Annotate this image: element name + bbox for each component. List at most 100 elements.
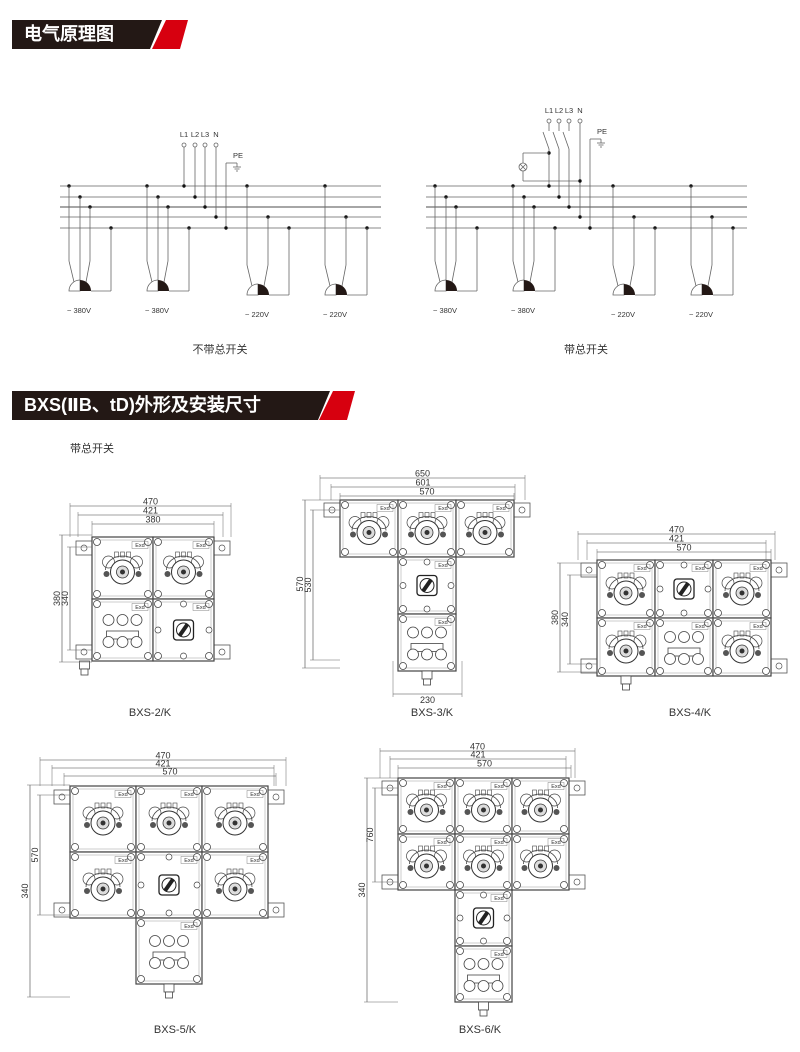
- exd-frame: [434, 561, 452, 569]
- latch: [639, 650, 645, 656]
- dimension-horizontal: 470: [39, 751, 287, 786]
- latch: [607, 592, 613, 598]
- latch: [382, 531, 388, 538]
- bolt-icon: [513, 835, 521, 843]
- bolt-icon: [399, 825, 407, 833]
- dimension-vertical: 380: [52, 534, 92, 663]
- mounting-tab: [770, 658, 788, 674]
- bolt-icon: [399, 558, 407, 566]
- push-button-icon: [163, 957, 175, 969]
- pin-slot: [532, 789, 537, 796]
- push-button-icon: [407, 648, 419, 661]
- ring: [434, 516, 448, 529]
- dimension-horizontal: 570: [63, 767, 277, 786]
- exd-mark: Exd: [437, 840, 446, 846]
- bolt-icon: [137, 975, 145, 983]
- ring: [176, 806, 190, 820]
- voltage-label: ~ 220V: [245, 310, 269, 319]
- socket-pin: [232, 820, 238, 826]
- mounting-tab: [213, 540, 231, 556]
- socket-icon: [214, 868, 256, 902]
- bolt-icon: [154, 600, 162, 608]
- exd-frame: [433, 838, 451, 846]
- indicator-lamp-icon: [177, 935, 189, 947]
- voltage-label: ~ 220V: [611, 310, 635, 319]
- mounting-hole-icon: [272, 906, 280, 914]
- socket-pin: [366, 530, 372, 535]
- socket-module: Exd: [397, 499, 457, 558]
- ring: [214, 872, 228, 886]
- arc: [724, 576, 760, 592]
- pin-slot: [424, 789, 429, 796]
- mounting-tab: [53, 789, 71, 805]
- latch: [496, 809, 503, 815]
- wire: [246, 264, 253, 287]
- dimension-vertical: 340: [560, 574, 597, 665]
- junction-dot: [214, 215, 218, 219]
- dimension-horizontal: 421: [389, 750, 567, 778]
- latch: [607, 650, 613, 656]
- bolt-icon: [656, 619, 664, 627]
- exd-mark: Exd: [135, 605, 144, 611]
- pin-slot: [226, 802, 232, 809]
- exd-frame: [749, 564, 767, 572]
- exd-mark: Exd: [494, 952, 503, 958]
- socket-icon: [721, 630, 763, 664]
- wire: [529, 260, 535, 283]
- bolt-icon: [259, 843, 267, 851]
- exd-frame: [180, 922, 198, 930]
- latch: [498, 531, 504, 538]
- bolt-icon: [503, 914, 511, 922]
- junction-dot: [588, 226, 592, 230]
- bolt-icon: [480, 937, 487, 945]
- wire: [263, 264, 269, 287]
- ring: [605, 576, 619, 590]
- pin-slot: [430, 845, 435, 852]
- dimension-label: 650: [415, 469, 430, 479]
- ring: [548, 793, 561, 807]
- mounting-tab: [568, 780, 586, 796]
- wire: [163, 260, 169, 283]
- bolt-icon: [503, 881, 511, 889]
- section-title: 电气原理图: [12, 20, 162, 49]
- junction-dot: [578, 179, 582, 183]
- exd-frame: [492, 504, 510, 512]
- mounting-tab: [75, 644, 93, 660]
- model-label: BXS-4/K: [669, 707, 712, 719]
- dimension-label: 421: [155, 759, 170, 769]
- terminal-label: L1: [180, 130, 188, 139]
- socket-icon: [520, 845, 561, 879]
- junction-dot: [578, 215, 582, 219]
- exd-frame: [547, 838, 565, 846]
- pin-slot: [482, 512, 488, 518]
- arc: [217, 806, 253, 822]
- dimension-label: 470: [669, 525, 684, 535]
- wire: [146, 260, 153, 283]
- wire: [341, 264, 347, 287]
- exd-mark: Exd: [184, 792, 193, 798]
- dimension-horizontal: 421: [51, 759, 275, 786]
- pe-label: PE: [233, 151, 243, 160]
- pin-slot: [106, 802, 112, 809]
- ring: [492, 516, 506, 529]
- cable-gland-icon: [478, 1001, 489, 1017]
- bolt-icon: [71, 909, 79, 917]
- bolt-icon: [205, 652, 213, 660]
- bolt-icon: [646, 609, 654, 617]
- arc: [151, 806, 187, 822]
- buttons-module: Exd: [135, 917, 203, 985]
- socket-module: Exd: [201, 785, 269, 853]
- bolt-icon: [503, 993, 511, 1001]
- exd-mark: Exd: [494, 840, 503, 846]
- arc: [608, 576, 644, 592]
- knob-handle: [477, 911, 490, 925]
- socket-half: [512, 279, 525, 292]
- switch-module: Exd: [152, 598, 215, 662]
- latch: [116, 888, 122, 894]
- exd-mark: Exd: [753, 566, 762, 572]
- switch-module: Exd: [397, 556, 457, 615]
- terminal-label: L3: [565, 106, 573, 115]
- terminal: [577, 118, 583, 124]
